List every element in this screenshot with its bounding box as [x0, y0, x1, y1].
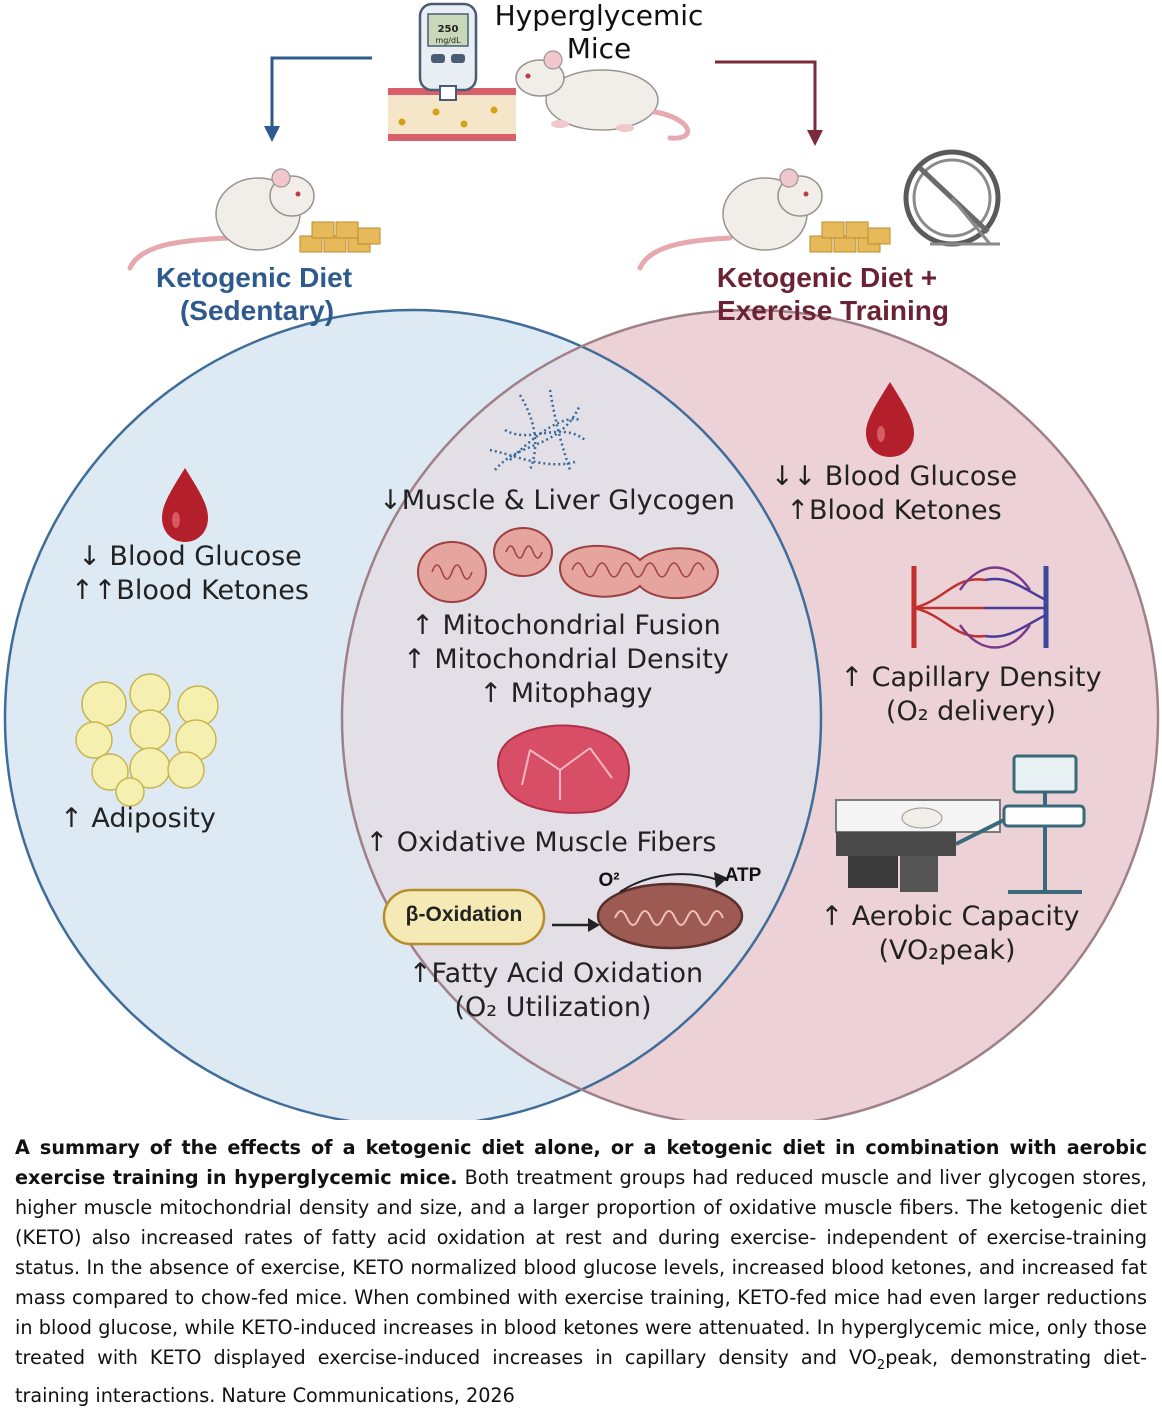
right-effect-glucose: ↓↓ Blood Glucose	[770, 461, 1018, 492]
right-aerobic-capacity: ↑ Aerobic Capacity	[820, 901, 1080, 932]
glucometer-unit: mg/dL	[435, 36, 461, 45]
shared-oxidative-fibers: ↑ Oxidative Muscle Fibers	[365, 827, 717, 858]
venn-diagram: 250 mg/dL	[3, 0, 1160, 1120]
figure-caption: A summary of the effects of a ketogenic …	[15, 1133, 1147, 1411]
right-vo2peak: (VO₂peak)	[878, 935, 1016, 966]
right-branch-arrow	[715, 60, 823, 146]
blood-drop-left-icon	[162, 468, 208, 542]
mitochondria-icon	[417, 527, 720, 603]
shared-o2-utilization: (O₂ Utilization)	[454, 992, 652, 1023]
conversion-arrow-icon	[552, 918, 600, 932]
left-group-title-line1: Ketogenic Diet	[155, 262, 353, 293]
mouse-left-icon	[127, 168, 315, 271]
capillary-network-icon	[911, 566, 1049, 649]
title-line2: Mice	[566, 32, 632, 65]
caption-body-2: peak, demonstrating diet-training intera…	[15, 1346, 1148, 1407]
caption-bold: A summary of the effects of a ketogenic …	[15, 1136, 1147, 1189]
left-group-title-line2: (Sedentary)	[179, 295, 335, 326]
left-effect-glucose: ↓ Blood Glucose	[78, 541, 302, 572]
overlap-region	[342, 310, 821, 1120]
right-capillary-density: ↑ Capillary Density	[840, 662, 1102, 693]
right-group-title-line1: Ketogenic Diet +	[716, 262, 938, 293]
food-pellets-left-icon	[299, 221, 381, 253]
shared-glycogen: ↓Muscle & Liver Glycogen	[379, 485, 735, 516]
glucometer-value: 250	[438, 24, 459, 35]
glucometer-icon: 250 mg/dL	[418, 2, 478, 101]
fat-cells-icon	[75, 673, 219, 807]
left-effect-ketones: ↑↑Blood Ketones	[71, 575, 309, 606]
blood-drop-right-icon	[866, 382, 914, 457]
mitochondrion-atp-icon	[596, 872, 744, 950]
treadmill-station-icon	[835, 754, 1086, 894]
shared-fatty-acid: ↑Fatty Acid Oxidation	[408, 958, 704, 989]
title-line1: Hyperglycemic	[494, 0, 704, 32]
beta-oxidation-pill	[382, 888, 546, 946]
muscle-fibers-icon	[497, 724, 630, 814]
mouse-right-icon	[637, 168, 823, 271]
shared-mito-fusion: ↑ Mitochondrial Fusion	[411, 610, 721, 641]
mouse-top-icon	[515, 50, 691, 141]
o2-label: O²	[598, 870, 620, 891]
caption-body-1: Both treatment groups had reduced muscle…	[15, 1166, 1147, 1369]
right-group-title-line2: Exercise Training	[717, 295, 949, 326]
food-pellets-right-icon	[809, 221, 891, 253]
right-o2-delivery: (O₂ delivery)	[885, 696, 1057, 727]
left-branch-arrow	[264, 56, 372, 142]
left-effect-adiposity: ↑ Adiposity	[60, 803, 216, 834]
shared-mitophagy: ↑ Mitophagy	[479, 678, 653, 709]
right-effect-ketones: ↑Blood Ketones	[786, 495, 1002, 526]
glycogen-icon	[489, 389, 586, 471]
atp-label: ATP	[724, 865, 762, 886]
diagram-graphics: 250 mg/dL	[3, 2, 1160, 1120]
beta-oxidation-label: β-Oxidation	[405, 903, 523, 926]
shared-mito-density: ↑ Mitochondrial Density	[403, 644, 729, 675]
exercise-wheel-icon	[903, 149, 1001, 247]
caption-sub: 2	[876, 1357, 886, 1373]
